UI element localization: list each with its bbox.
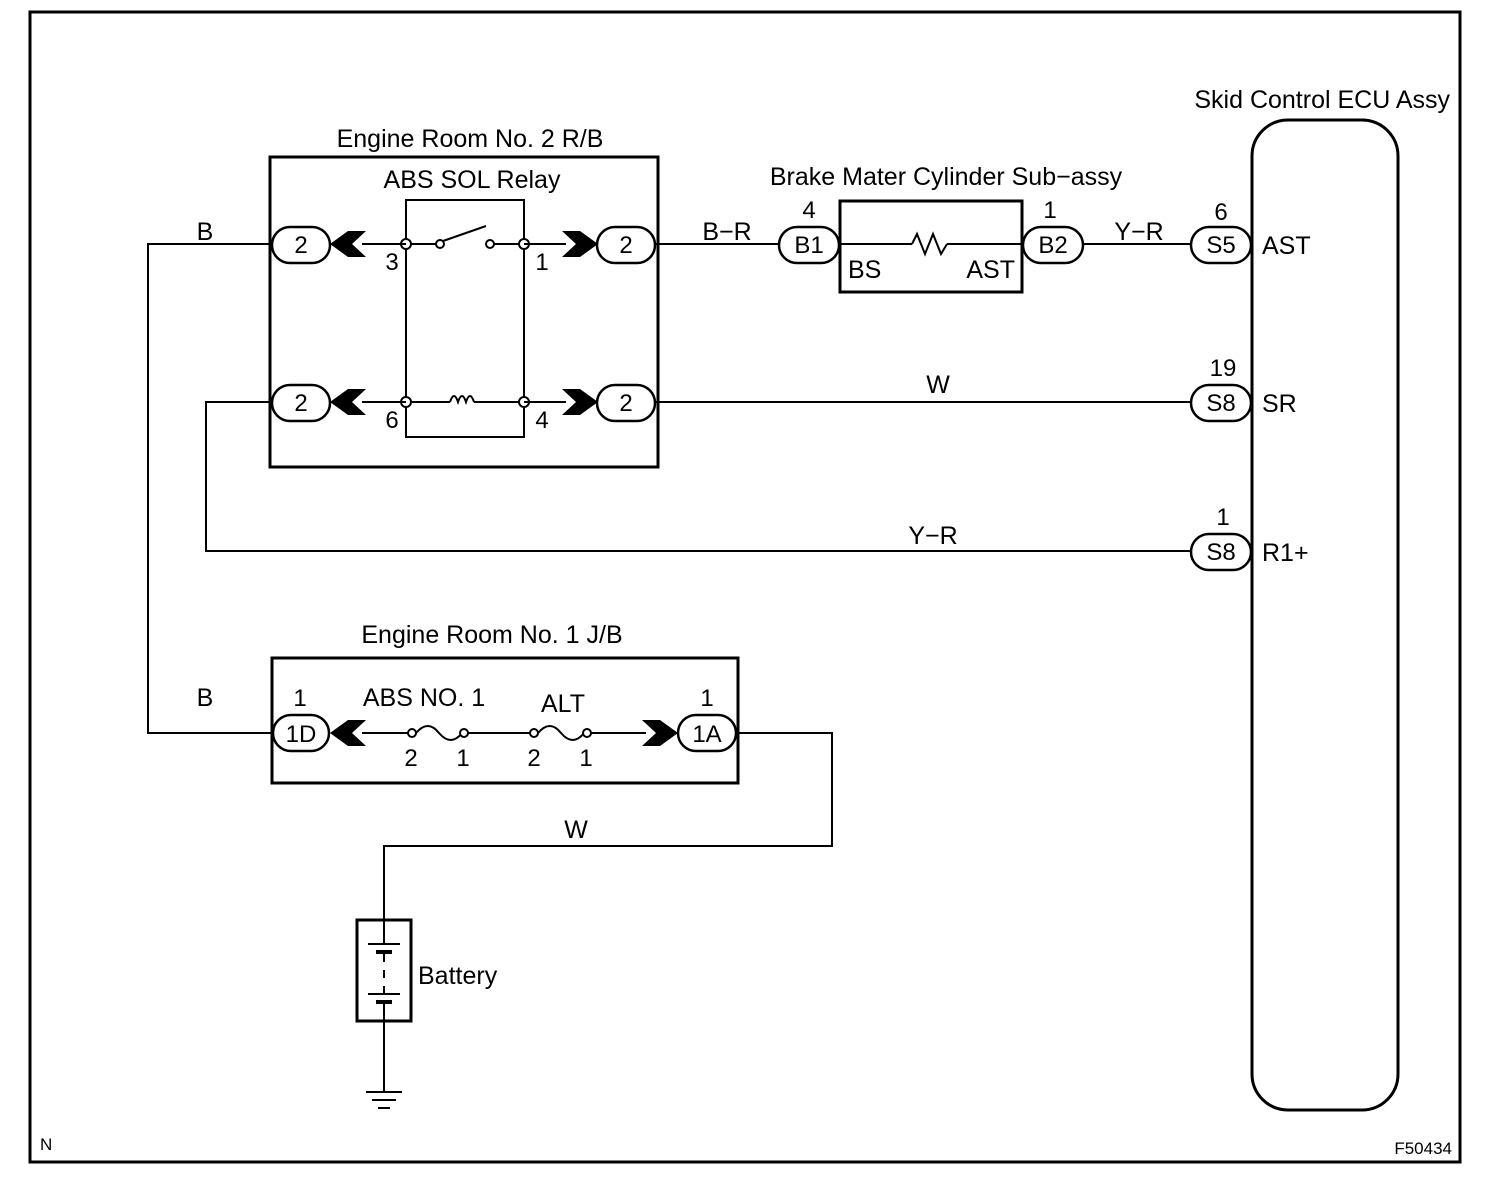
ecu-title: Skid Control ECU Assy xyxy=(1194,86,1450,114)
jb1-arrow-right xyxy=(642,720,678,746)
ecu-pin-ast: 6 xyxy=(1214,199,1227,226)
wire-label-w-sr: W xyxy=(926,371,950,399)
ecu-conn-s8-r1-label: S8 xyxy=(1206,539,1235,566)
rb2-box xyxy=(268,155,660,469)
jb1-conn-1a-label: 1A xyxy=(692,721,721,748)
jb1-pin-1d: 1 xyxy=(293,685,306,712)
battery-label: Battery xyxy=(418,962,498,990)
wire-label-b-top: B xyxy=(197,218,214,246)
fuse2-pin-2: 2 xyxy=(527,745,540,772)
relay-box xyxy=(405,199,525,438)
brake-title: Brake Mater Cylinder Sub−assy xyxy=(770,163,1123,191)
rb2-conn-left-top-label: 2 xyxy=(294,232,307,259)
jb1-pin-1a: 1 xyxy=(700,685,713,712)
wire-label-w-battery: W xyxy=(564,816,588,844)
jb1-title: Engine Room No. 1 J/B xyxy=(361,621,622,649)
ecu-body xyxy=(1250,118,1400,1112)
wire-label-b-r: B−R xyxy=(702,218,751,246)
brake-term-ast: AST xyxy=(966,256,1015,284)
corner-label-n: N xyxy=(40,1135,52,1154)
arrow-right-top xyxy=(562,231,598,257)
outer-frame xyxy=(28,10,1462,1164)
ecu-term-ast: AST xyxy=(1262,232,1311,260)
relay-pin-1: 1 xyxy=(535,249,548,276)
rb2-conn-left-bottom-label: 2 xyxy=(294,390,307,417)
jb1-box xyxy=(270,656,740,785)
ecu-conn-s5-label: S5 xyxy=(1206,232,1235,259)
wire-w-battery xyxy=(383,732,833,920)
rb2-title: Engine Room No. 2 R/B xyxy=(337,125,604,153)
jb1-conn-1d xyxy=(271,713,331,753)
figure-code: F50434 xyxy=(1394,1139,1452,1158)
fuse1-pin-1: 1 xyxy=(456,745,469,772)
jb1-conn-1d-label: 1D xyxy=(286,721,317,748)
fuse2-pin-1: 1 xyxy=(579,745,592,772)
wire-y-r-loop xyxy=(205,401,1191,552)
rb2-conn-right-top-label: 2 xyxy=(619,232,632,259)
brake-resistor xyxy=(911,231,948,257)
fuse2-name: ALT xyxy=(541,690,585,718)
rb2-conn-right-bottom-label: 2 xyxy=(619,390,632,417)
fuse-alt xyxy=(537,725,585,741)
ecu-pin-r1: 1 xyxy=(1216,504,1229,531)
relay-pin-4: 4 xyxy=(535,407,548,434)
wire-label-b-bottom: B xyxy=(197,684,214,712)
jb1-arrow-left xyxy=(330,720,366,746)
fuse-abs-no1 xyxy=(415,725,463,741)
relay-pin-3: 3 xyxy=(385,249,398,276)
relay-pin-6: 6 xyxy=(385,407,398,434)
arrow-right-bottom xyxy=(562,389,598,415)
brake-pin-b1: 4 xyxy=(802,197,815,224)
ecu-term-r1: R1+ xyxy=(1262,539,1309,567)
wire-label-y-r-top: Y−R xyxy=(1114,218,1163,246)
arrow-left-bottom xyxy=(330,389,366,415)
brake-pin-b2: 1 xyxy=(1043,197,1056,224)
relay-title: ABS SOL Relay xyxy=(384,166,561,194)
relay-coil xyxy=(449,395,475,406)
arrow-left-top xyxy=(330,231,366,257)
wire-label-y-r-bottom: Y−R xyxy=(908,522,957,550)
wire-b-trunk xyxy=(147,243,272,734)
brake-conn-b1-label: B1 xyxy=(794,232,823,259)
fuse1-name: ABS NO. 1 xyxy=(363,684,485,712)
ecu-conn-s8-sr-label: S8 xyxy=(1206,390,1235,417)
brake-term-bs: BS xyxy=(848,256,881,284)
ecu-term-sr: SR xyxy=(1262,390,1297,418)
fuse1-pin-2: 2 xyxy=(404,745,417,772)
ecu-pin-sr: 19 xyxy=(1210,355,1237,382)
brake-conn-b2-label: B2 xyxy=(1038,232,1067,259)
